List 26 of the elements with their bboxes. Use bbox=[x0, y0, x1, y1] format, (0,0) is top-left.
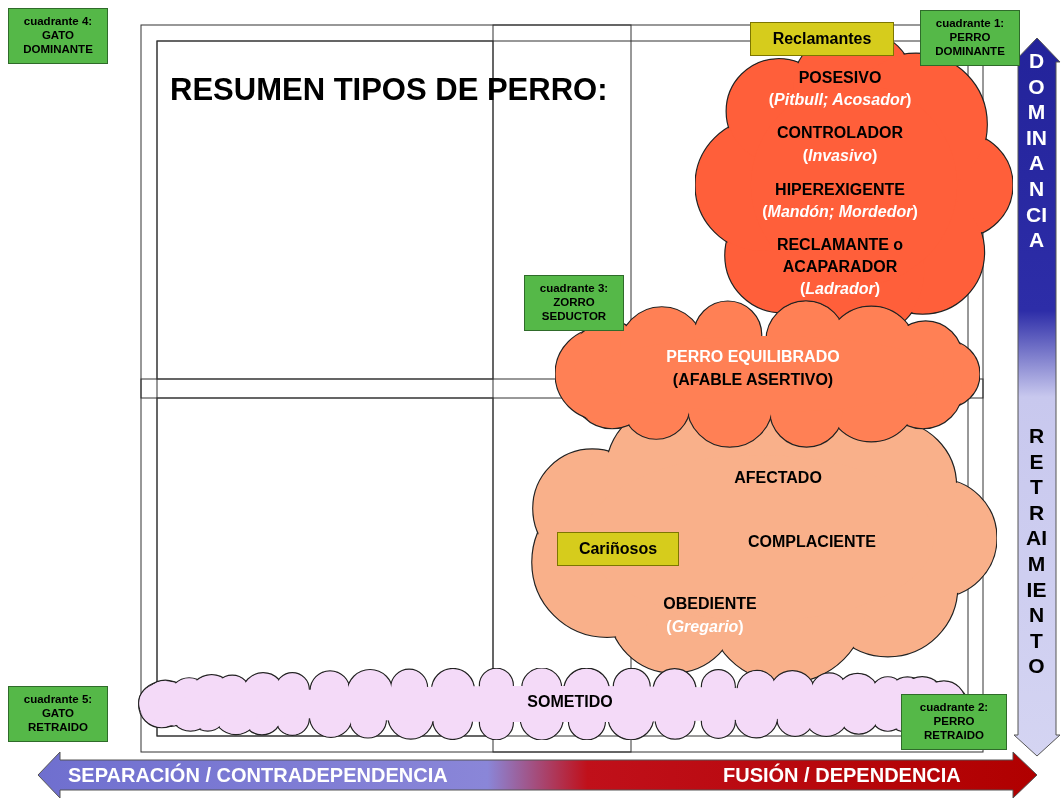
quadrant-label: cuadrante 2: PERRO RETRAIDO bbox=[901, 694, 1007, 750]
quadrant-label: cuadrante 1: PERRO DOMINANTE bbox=[920, 10, 1020, 66]
quadrant-label: cuadrante 3: ZORRO SEDUCTOR bbox=[524, 275, 624, 331]
group-label: Reclamantes bbox=[750, 22, 894, 56]
type-note: (Invasivo) bbox=[802, 146, 878, 167]
type-label: POSESIVO bbox=[798, 68, 882, 89]
type-label: HIPEREXIGENTE bbox=[775, 180, 905, 201]
axis-label: RETRAIMIENTO bbox=[1026, 423, 1047, 680]
quadrant-label: cuadrante 5: GATO RETRAIDO bbox=[8, 686, 108, 742]
quadrant-label: cuadrante 4: GATO DOMINANTE bbox=[8, 8, 108, 64]
type-note: (Pitbull; Acosador) bbox=[768, 90, 912, 111]
axis-label: DOMINANCIA bbox=[1026, 48, 1047, 253]
type-note: (Ladrador) bbox=[800, 279, 880, 300]
type-label: OBEDIENTE bbox=[663, 594, 757, 615]
type-label: COMPLACIENTE bbox=[748, 532, 876, 553]
type-note: (Mandón; Mordedor) bbox=[762, 202, 918, 223]
group-label: Cariñosos bbox=[557, 532, 679, 566]
type-note: PERRO EQUILIBRADO bbox=[666, 347, 840, 368]
type-label: (AFABLE ASERTIVO) bbox=[672, 370, 834, 391]
axis-label: SEPARACIÓN / CONTRADEPENDENCIA bbox=[68, 764, 448, 787]
type-label: CONTROLADOR bbox=[776, 123, 904, 144]
axis-label: FUSIÓN / DEPENDENCIA bbox=[723, 764, 961, 787]
type-label: SOMETIDO bbox=[527, 692, 613, 713]
type-label: RECLAMANTE o ACAPARADOR bbox=[775, 234, 905, 277]
type-note: (Gregario) bbox=[666, 617, 744, 638]
type-label: AFECTADO bbox=[734, 468, 822, 489]
